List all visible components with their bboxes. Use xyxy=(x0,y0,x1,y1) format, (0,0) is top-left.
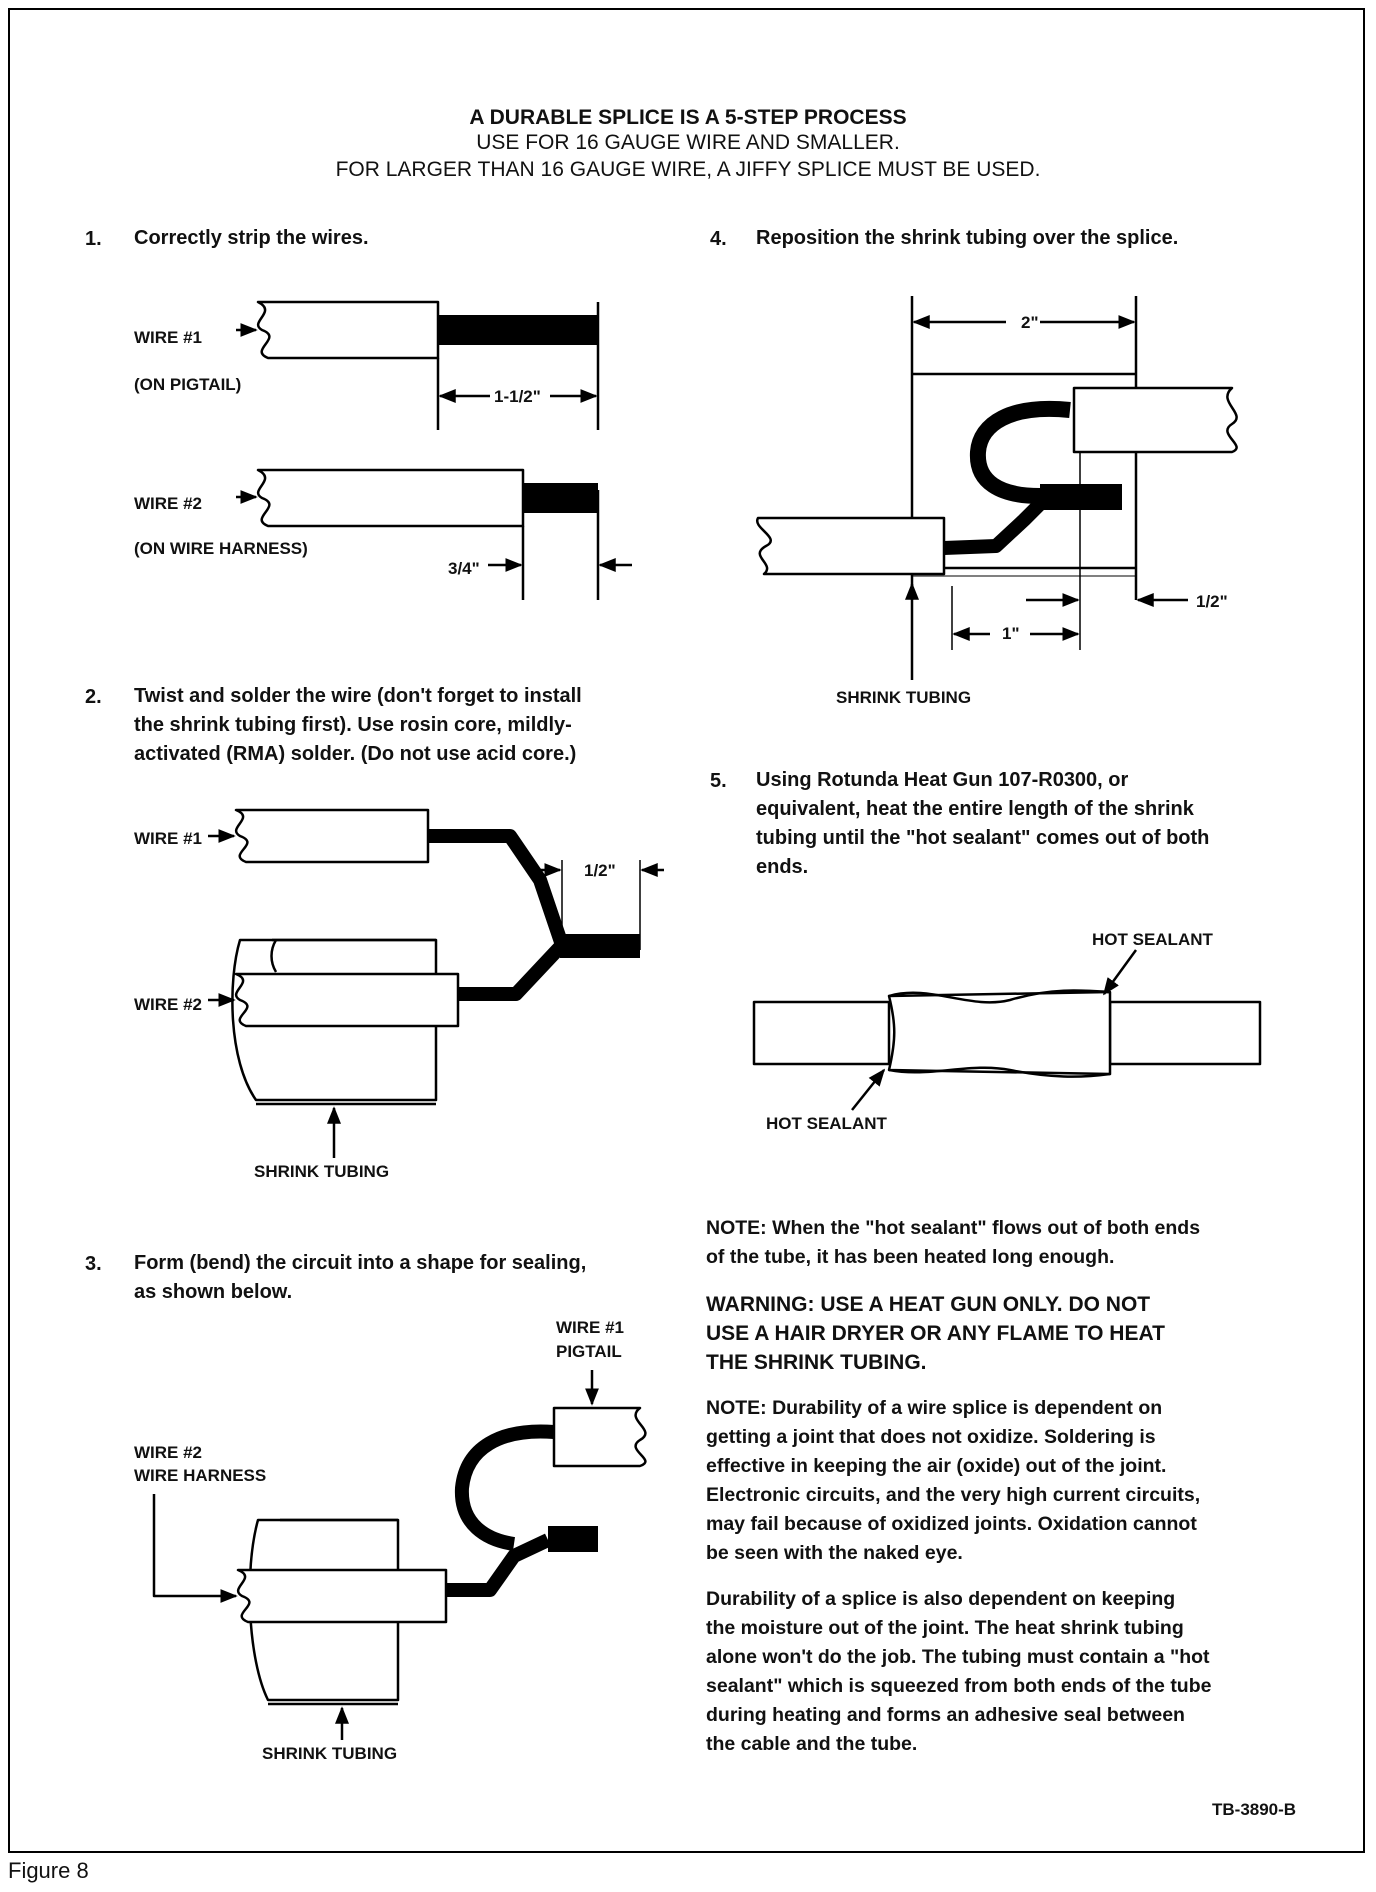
step-5-line-1: Using Rotunda Heat Gun 107-R0300, or xyxy=(756,769,1129,791)
subtitle-line-1: USE FOR 16 GAUGE WIRE AND SMALLER. xyxy=(476,131,900,154)
fig4-splice xyxy=(756,296,1238,680)
fig3-wire2-label: WIRE #2 xyxy=(134,1443,203,1462)
step-1-text: Correctly strip the wires. xyxy=(134,227,369,249)
note-1-line-1: NOTE: When the "hot sealant" flows out o… xyxy=(706,1217,1201,1239)
fig1-wire1-note: (ON PIGTAIL) xyxy=(134,375,242,394)
fig3-harness-label: WIRE HARNESS xyxy=(134,1466,267,1485)
fig4-dim-1: 1" xyxy=(1002,624,1020,643)
para-3-line-1: Durability of a splice is also dependent… xyxy=(706,1588,1176,1610)
note-1-line-2: of the tube, it has been heated long eno… xyxy=(706,1246,1115,1268)
para-3-line-4: sealant" which is squeezed from both end… xyxy=(706,1675,1212,1697)
document-frame xyxy=(8,8,1365,1853)
para-3-line-3: alone won't do the job. The tubing must … xyxy=(706,1646,1210,1668)
fig3-harness xyxy=(152,1494,448,1624)
warning-line-3: THE SHRINK TUBING. xyxy=(706,1351,927,1374)
document-code: TB-3890-B xyxy=(1212,1800,1297,1819)
fig5-sealant-top: HOT SEALANT xyxy=(1092,930,1213,949)
note-2-line-1: NOTE: Durability of a wire splice is dep… xyxy=(706,1397,1163,1419)
para-3-line-6: the cable and the tube. xyxy=(706,1733,918,1755)
fig5-heated-tube xyxy=(752,949,1262,1111)
figure-caption: Figure 8 xyxy=(8,1858,89,1883)
note-2-line-4: Electronic circuits, and the very high c… xyxy=(706,1484,1201,1506)
fig3-pigtail xyxy=(552,1370,647,1468)
fig1-wire1-label: WIRE #1 xyxy=(134,328,203,347)
step-3-line-2: as shown below. xyxy=(134,1281,293,1303)
step-3-line-1: Form (bend) the circuit into a shape for… xyxy=(134,1252,587,1274)
para-3-line-5: during heating and forms an adhesive sea… xyxy=(706,1704,1185,1726)
fig3-pigtail-label: PIGTAIL xyxy=(556,1342,622,1361)
step-2-number: 2. xyxy=(85,686,102,708)
step-2-line-3: activated (RMA) solder. (Do not use acid… xyxy=(134,743,577,765)
step-1-number: 1. xyxy=(85,228,102,250)
page-title: A DURABLE SPLICE IS A 5-STEP PROCESS xyxy=(469,106,907,129)
step-4-text: Reposition the shrink tubing over the sp… xyxy=(756,227,1179,249)
note-2-line-5: may fail because of oxidized joints. Oxi… xyxy=(706,1513,1197,1535)
note-2-line-3: effective in keeping the air (oxide) out… xyxy=(706,1455,1167,1477)
step-2-line-2: the shrink tubing first). Use rosin core… xyxy=(134,714,572,736)
fig1-wire1 xyxy=(236,300,600,430)
fig4-dim-1-2: 1/2" xyxy=(1196,592,1228,611)
step-4-number: 4. xyxy=(710,228,727,250)
fig3-bent-circuit xyxy=(446,1424,598,1597)
para-3-line-2: the moisture out of the joint. The heat … xyxy=(706,1617,1184,1639)
fig3-wire1-label: WIRE #1 xyxy=(556,1318,625,1337)
note-2-line-2: getting a joint that does not oxidize. S… xyxy=(706,1426,1156,1448)
step-5-number: 5. xyxy=(710,770,727,792)
fig1-dim-3-4: 3/4" xyxy=(448,559,480,578)
fig1-wire2-label: WIRE #2 xyxy=(134,494,203,513)
fig2-wire1-label: WIRE #1 xyxy=(134,829,203,848)
fig2-wire1 xyxy=(208,808,430,864)
fig2-wire2-label: WIRE #2 xyxy=(134,995,203,1014)
fig2-tubing-label: SHRINK TUBING xyxy=(254,1162,390,1181)
step-5-line-3: tubing until the "hot sealant" comes out… xyxy=(756,827,1210,849)
fig2-dim-1-2: 1/2" xyxy=(584,861,616,880)
subtitle-line-2: FOR LARGER THAN 16 GAUGE WIRE, A JIFFY S… xyxy=(335,158,1041,181)
step-5-line-4: ends. xyxy=(756,856,809,878)
step-2-line-1: Twist and solder the wire (don't forget … xyxy=(134,685,582,707)
fig1-dim-1-1-2: 1-1/2" xyxy=(494,387,541,406)
fig1-wire2 xyxy=(236,468,632,600)
fig2-twist xyxy=(421,829,664,1001)
fig2-wire2 xyxy=(208,972,460,1028)
warning-line-2: USE A HAIR DRYER OR ANY FLAME TO HEAT xyxy=(706,1322,1165,1345)
fig4-tubing-label: SHRINK TUBING xyxy=(836,688,972,707)
warning-line-1: WARNING: USE A HEAT GUN ONLY. DO NOT xyxy=(706,1293,1151,1316)
fig5-sealant-bottom: HOT SEALANT xyxy=(766,1114,887,1133)
fig3-tubing-label: SHRINK TUBING xyxy=(262,1744,398,1763)
step-5-line-2: equivalent, heat the entire length of th… xyxy=(756,798,1194,820)
fig1-wire2-note: (ON WIRE HARNESS) xyxy=(134,539,308,558)
fig4-dim-2: 2" xyxy=(1021,313,1039,332)
step-3-number: 3. xyxy=(85,1253,102,1275)
note-2-line-6: be seen with the naked eye. xyxy=(706,1542,963,1564)
